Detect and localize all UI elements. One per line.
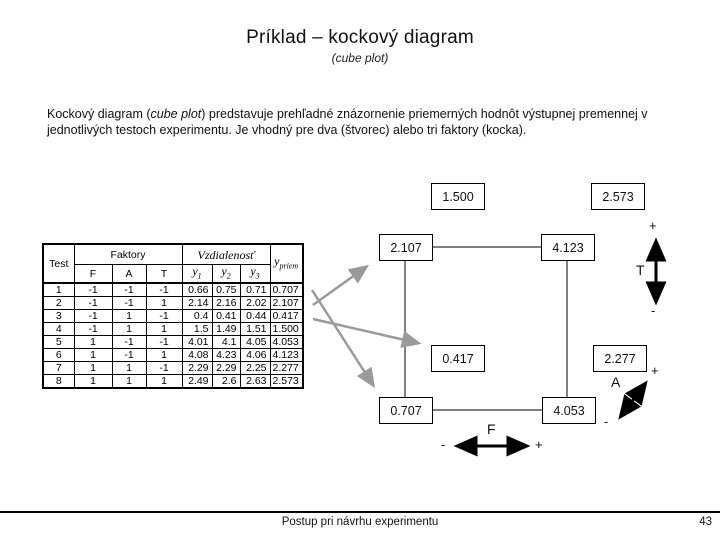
cube-corner-front-bottom-left: 0.707 (379, 397, 433, 424)
page-subtitle: (cube plot) (331, 51, 389, 65)
col-header-a: A (111, 264, 147, 285)
cube-corner-back-bottom-right: 2.277 (593, 345, 647, 372)
col-header-vzdialenost: Vzdialenosť (181, 243, 271, 265)
cube-corner-front-top-left: 2.107 (379, 234, 433, 261)
col-header-y-mean: ypriem (269, 243, 304, 285)
footer-divider (0, 511, 720, 513)
page-number: 43 (699, 516, 712, 528)
table-to-cube-arrows (310, 264, 422, 389)
f-axis-plus-sign: + (535, 437, 543, 452)
cube-corner-back-bottom-left: 0.417 (431, 345, 485, 372)
col-header-t: T (145, 264, 183, 285)
t-axis-label: T (636, 262, 645, 278)
a-axis-minus-sign: - (604, 414, 609, 429)
experiment-table: Test Faktory Vzdialenosť ypriem F A T y1… (42, 243, 304, 390)
a-axis-plus-sign: + (651, 363, 659, 378)
arrow-row2-to-2107 (312, 264, 370, 307)
col-header-y2: y2 (211, 264, 241, 285)
arrow-row3-to-0417 (312, 317, 422, 348)
footer-title: Postup pri návrhu experimentu (281, 516, 439, 528)
col-header-f: F (73, 264, 113, 285)
col-header-y1: y1 (181, 264, 213, 285)
col-header-faktory: Faktory (73, 243, 183, 265)
col-header-test: Test (42, 243, 75, 285)
a-axis-label: A (611, 374, 621, 390)
arrow-row1-to-0707 (310, 289, 376, 389)
cube-corner-front-top-right: 4.123 (541, 234, 595, 261)
f-axis-label: F (487, 421, 496, 437)
body-text-italic: cube plot (150, 107, 202, 121)
t-axis-plus-sign: + (649, 218, 657, 233)
cube-corner-back-top-right: 2.573 (591, 183, 645, 210)
cube-corner-front-bottom-right: 4.053 (542, 397, 596, 424)
f-axis-minus-sign: - (441, 437, 446, 452)
body-text-before: Kockový diagram ( (47, 107, 151, 121)
body-text-after: ) predstavuje prehľadné znázornenie prie… (47, 107, 648, 137)
t-axis-minus-sign: - (651, 303, 656, 318)
col-header-y3: y3 (239, 264, 271, 285)
page-title: Príklad – kockový diagram (246, 27, 474, 48)
cube-front-square (404, 246, 568, 411)
a-axis-arrow (618, 380, 648, 420)
body-paragraph: Kockový diagram (cube plot) predstavuje … (47, 106, 695, 138)
cube-corner-back-top-left: 1.500 (431, 183, 485, 210)
